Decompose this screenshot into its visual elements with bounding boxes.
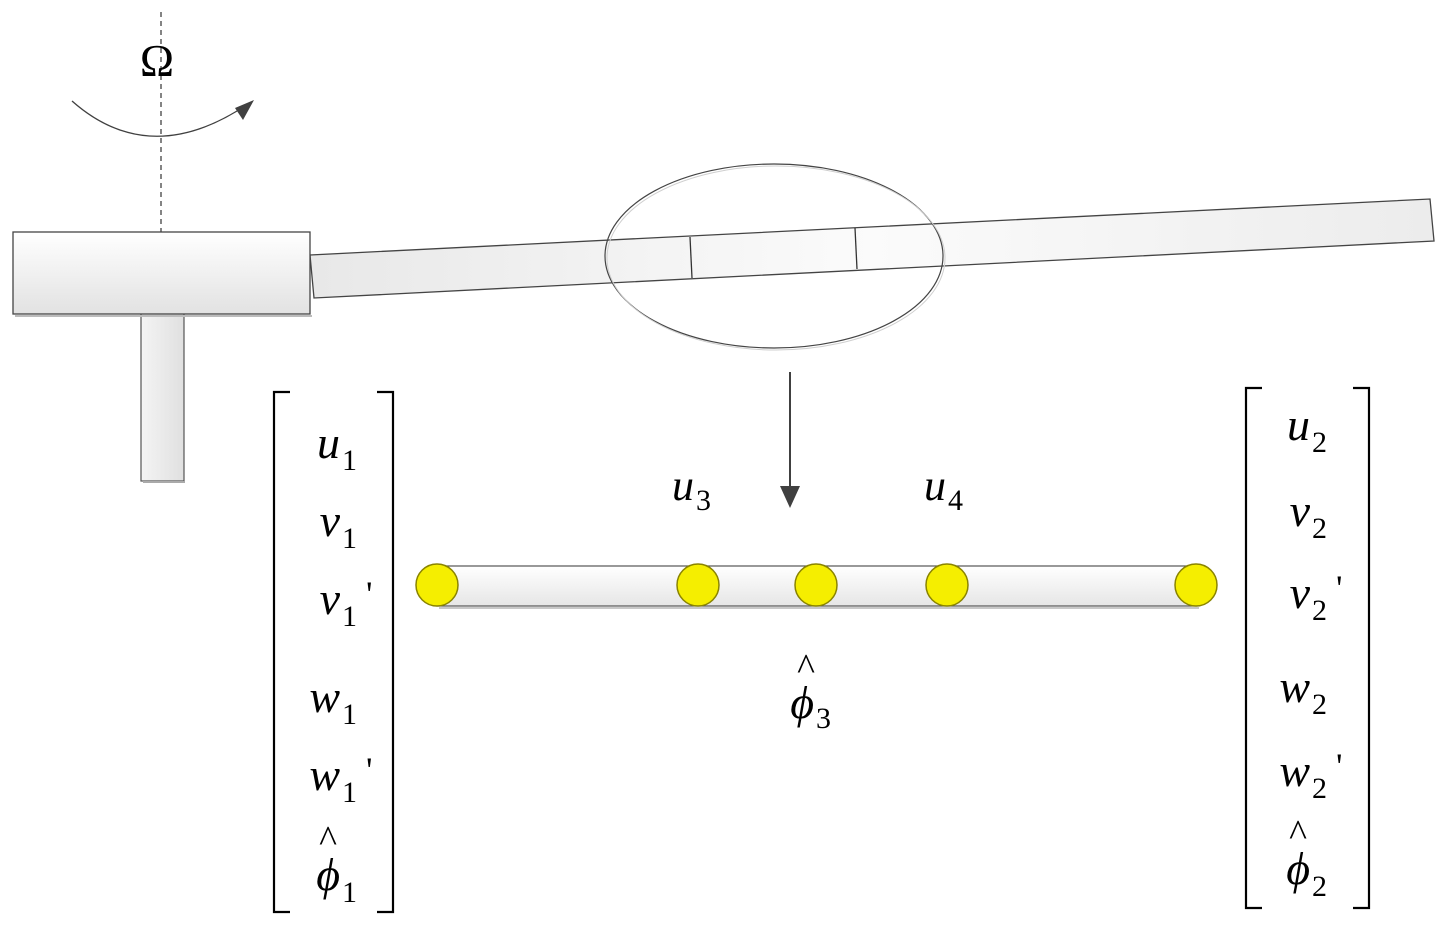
svg-text:2: 2 (1312, 426, 1327, 459)
svg-text:1: 1 (342, 776, 357, 809)
left-vector-entry: v 1 ' (320, 573, 373, 633)
svg-text:3: 3 (696, 484, 711, 517)
svg-text:u: u (924, 461, 946, 510)
svg-text:w: w (1279, 745, 1310, 796)
left-vector-entry: ^ ϕ 1 (316, 819, 357, 909)
zoom-arrowhead (780, 486, 800, 508)
svg-text:v: v (320, 495, 341, 546)
right-vector-entry: v 2 ' (1290, 567, 1343, 627)
element-divider (689, 236, 693, 279)
shaft (140, 312, 185, 482)
svg-text:^: ^ (797, 647, 815, 689)
rotation-arrowhead (235, 100, 254, 120)
element-node (676, 563, 720, 607)
svg-text:': ' (1336, 746, 1343, 786)
right-vector-entry: u 2 (1287, 399, 1327, 459)
svg-text:': ' (366, 574, 373, 614)
right-vector-entry: v 2 (1290, 485, 1327, 545)
svg-text:w: w (309, 749, 340, 800)
node-group (415, 563, 1218, 607)
rotation-arrow (71, 100, 249, 137)
left-vector: u 1 v 1 v 1 ' w 1 w 1 ' ^ ϕ 1 (309, 417, 372, 909)
svg-text:ϕ: ϕ (1286, 843, 1310, 894)
element-node (925, 563, 969, 607)
left-vector-entry: u 1 (317, 417, 357, 477)
svg-text:': ' (366, 750, 373, 790)
svg-text:v: v (320, 573, 341, 624)
svg-text:2: 2 (1312, 594, 1327, 627)
svg-text:1: 1 (342, 522, 357, 555)
hub (12, 231, 311, 315)
element-divider (854, 227, 858, 270)
svg-text:u: u (672, 461, 694, 510)
svg-text:1: 1 (342, 444, 357, 477)
left-vector-entry: w 1 ' (309, 749, 372, 809)
right-vector-bracket-right (1353, 386, 1371, 910)
element-node (415, 563, 459, 607)
left-vector-entry: v 1 (320, 495, 357, 555)
svg-text:u: u (1287, 399, 1310, 450)
hat-mark: ^ (319, 819, 337, 861)
blade-beam (309, 198, 1435, 299)
svg-text:': ' (1336, 568, 1343, 608)
svg-text:w: w (309, 671, 340, 722)
right-vector-bracket-left (1244, 386, 1262, 910)
svg-text:ϕ: ϕ (316, 849, 340, 900)
svg-text:1: 1 (342, 600, 357, 633)
left-vector-bracket-right (377, 390, 395, 914)
svg-text:1: 1 (342, 698, 357, 731)
omega-label: Ω (140, 35, 174, 86)
svg-text:3: 3 (816, 702, 831, 735)
svg-text:v: v (1290, 485, 1311, 536)
svg-text:ϕ: ϕ (790, 677, 814, 728)
right-vector-entry: w 2 (1279, 661, 1327, 721)
svg-text:v: v (1290, 567, 1311, 618)
element-node (1174, 563, 1218, 607)
svg-text:w: w (1279, 661, 1310, 712)
svg-text:2: 2 (1312, 512, 1327, 545)
label-u3: u 3 (672, 461, 711, 517)
svg-text:4: 4 (948, 484, 963, 517)
element-node (794, 563, 838, 607)
left-vector-entry: w 1 (309, 671, 357, 731)
right-vector: u 2 v 2 v 2 ' w 2 w 2 ' ^ ϕ 2 (1279, 399, 1342, 903)
svg-text:2: 2 (1312, 870, 1327, 903)
left-vector-bracket-left (272, 390, 290, 914)
right-vector-entry: ^ ϕ 2 (1286, 813, 1327, 903)
right-vector-entry: w 2 ' (1279, 745, 1342, 805)
hat-mark: ^ (1289, 813, 1307, 855)
zoom-ellipse (604, 163, 944, 349)
svg-text:1: 1 (342, 876, 357, 909)
svg-text:2: 2 (1312, 688, 1327, 721)
label-u4: u 4 (924, 461, 963, 517)
svg-text:u: u (317, 417, 340, 468)
svg-text:2: 2 (1312, 772, 1327, 805)
label-phi3: ^ ϕ 3 (790, 647, 831, 735)
